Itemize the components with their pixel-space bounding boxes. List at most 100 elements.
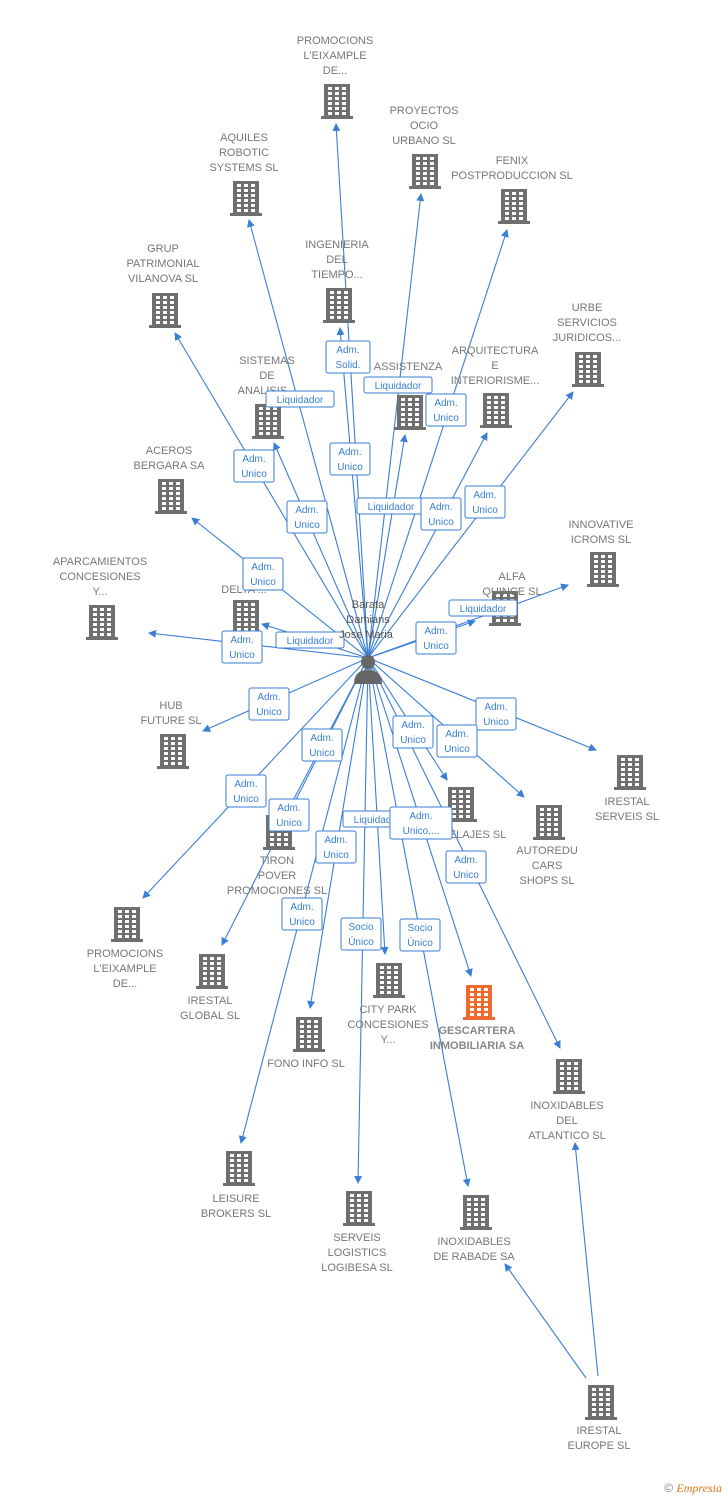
edge-label-text: Adm.Unico — [483, 702, 509, 728]
building-icon — [445, 787, 477, 822]
company-label-line: INNOVATIVE — [569, 519, 634, 531]
building-icon — [321, 84, 353, 119]
edge-irestal-europe-1 — [571, 1142, 599, 1377]
company-label-line: LOGIBESA SL — [321, 1262, 393, 1274]
edge-label-text: Adm.Unico — [433, 398, 459, 424]
company-node-sistemas[interactable]: SISTEMASDEANALISIS... — [238, 355, 297, 439]
company-label-line: AQUILES — [220, 132, 268, 144]
company-node-fono-info[interactable]: FONO INFO SL — [267, 1017, 345, 1070]
company-label-line: Y... — [380, 1034, 395, 1046]
company-label-line: DE — [259, 370, 274, 382]
building-icon — [343, 1191, 375, 1226]
building-icon — [409, 154, 441, 189]
building-icon — [394, 395, 426, 430]
company-label-line: BERGARA SA — [134, 460, 206, 472]
company-label-line: DEL — [556, 1115, 577, 1127]
edge-label: Adm.Unico — [301, 728, 343, 762]
edge-label-text: Adm.Unico — [256, 692, 282, 718]
edge-label: Adm.Unico — [464, 485, 506, 519]
edge-urbe — [367, 391, 574, 659]
edge-label: Adm.Unico — [315, 830, 357, 864]
company-label-line: SYSTEMS SL — [209, 162, 278, 174]
company-label-line: PROMOCIONS — [297, 35, 373, 47]
company-label-line: VILANOVA SL — [128, 273, 198, 285]
company-label-line: TIRON — [260, 855, 294, 867]
building-icon — [111, 907, 143, 942]
edge-label: Adm.Unico — [436, 724, 478, 758]
edge-label-text: Adm.Unico — [323, 835, 349, 861]
edge-sistemas — [273, 442, 369, 659]
edge-label: Adm.Unico — [225, 774, 267, 808]
building-icon — [373, 963, 405, 998]
copyright-symbol: © — [664, 1481, 674, 1495]
building-icon — [614, 755, 646, 790]
company-label-line: PROMOCIONES SL — [227, 885, 327, 897]
edge-label: Adm.Unico,... — [389, 806, 453, 840]
building-icon — [572, 352, 604, 387]
company-node-assistenza[interactable]: ASSISTENZA... — [374, 361, 443, 430]
company-label-line: BROKERS SL — [201, 1208, 271, 1220]
edge-label: Liquidador — [275, 631, 345, 649]
company-label-line: AUTOREDU — [516, 845, 578, 857]
company-label-line: CITY PARK — [359, 1004, 417, 1016]
company-label-line: PATRIMONIAL — [127, 258, 200, 270]
company-label-line: L'EIXAMPLE — [93, 963, 156, 975]
company-label-line: ALFA — [499, 571, 527, 583]
company-label-line: INOXIDABLES — [530, 1100, 603, 1112]
edge-label-text: Liquidador — [354, 815, 401, 826]
company-node-delta[interactable]: DELTA ... — [221, 584, 267, 635]
building-icon — [293, 1017, 325, 1052]
company-label-line: APARCAMIENTOS — [53, 556, 147, 568]
brand-name: Empresia — [676, 1481, 722, 1495]
edge-aquiles — [246, 219, 369, 659]
company-label-line: SISTEMAS — [239, 355, 295, 367]
building-icon — [498, 189, 530, 224]
company-label-line: URBE — [572, 302, 603, 314]
edge-label: Adm.Unico — [475, 697, 517, 731]
edge-assistenza — [367, 434, 408, 659]
edge-label-text: Adm.Unico — [289, 902, 315, 928]
